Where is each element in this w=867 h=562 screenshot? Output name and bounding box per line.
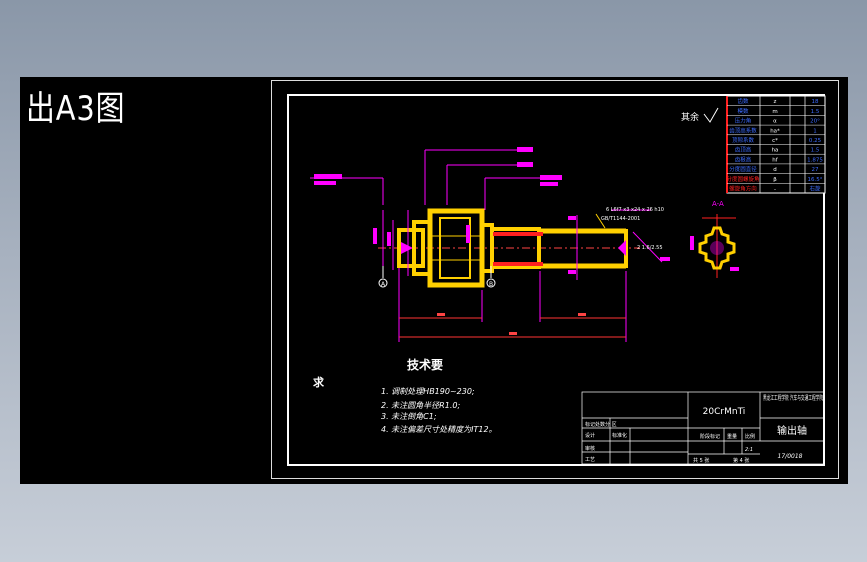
shaft-left-journal [397, 228, 425, 268]
sheet-title: 出A3图 [26, 89, 126, 129]
param-value: 20° [810, 119, 820, 125]
param-value: 27 [812, 167, 819, 173]
title-school: 黑龙江工程学院 汽车与交通工程学院 [763, 394, 823, 402]
drawing-outer-frame [271, 80, 839, 479]
param-symbol: ha [772, 148, 779, 154]
param-label: 齿顶高 [735, 146, 752, 154]
param-value: 1.875 [807, 157, 823, 163]
param-label: 模数 [737, 107, 749, 115]
right-center-hole [618, 240, 626, 256]
title-stage-label: 阶段标记 [700, 433, 720, 440]
param-symbol: d [773, 167, 777, 173]
param-value: 1.5 [811, 148, 820, 154]
datum-label-a: A [381, 281, 386, 288]
spline-section-profile [698, 226, 736, 270]
roughness-symbol [703, 107, 719, 123]
dimensions-left [310, 149, 663, 342]
tech-req-line-4: 4. 未注偏差尺寸处精度为IT12。 [381, 425, 497, 434]
surface-note: 其余 [681, 111, 699, 123]
section-highlight [493, 262, 543, 266]
title-sheet-no: 第 4 张 [733, 457, 749, 464]
title-scale: 2:1 [745, 447, 753, 453]
title-material: 20CrMnTi [703, 407, 746, 417]
param-value: 18 [812, 99, 819, 105]
param-label: 压力角 [735, 117, 752, 125]
dimensions-bottom [399, 317, 626, 338]
param-label: 齿顶高系数 [729, 126, 757, 134]
title-drawing-number: 17/0018 [778, 453, 803, 460]
datum-markers [378, 266, 496, 288]
drawing-inner-frame [287, 94, 825, 466]
param-symbol: hf [772, 157, 778, 163]
param-symbol: c* [772, 138, 778, 144]
title-design-label: 设计 [585, 432, 595, 439]
gear-param-table: 齿数 z 18 模数 m 1.5 压力角 α 20° 齿顶高系数 ha* 1 顶隙系数 c* 0.25 齿顶高… [726, 95, 826, 194]
param-symbol: α [773, 119, 777, 125]
datum-label-b: B [489, 281, 493, 288]
param-value: 右旋 [809, 185, 821, 193]
left-center-hole [401, 242, 413, 254]
param-value: 0.25 [809, 138, 822, 144]
title-block [581, 391, 825, 465]
param-label: 螺旋角方向 [729, 185, 757, 193]
tech-req-line-3: 3. 未注倒角C1; [381, 412, 437, 421]
total-length-label [509, 332, 517, 335]
param-value: 16.5° [808, 177, 823, 183]
title-part-name: 输出轴 [777, 424, 807, 437]
param-label: 分度圆直径 [729, 165, 757, 173]
title-mark-label: 标记处数分 区 [585, 421, 617, 428]
param-symbol: m [772, 109, 777, 115]
tech-req-line-1: 1. 调制处理HB190~230; [381, 387, 475, 396]
spline-section-core [710, 241, 724, 255]
section-dim-label [690, 236, 694, 250]
title-sheet-total: 共 5 张 [693, 457, 709, 464]
title-process-label: 工艺 [585, 457, 595, 463]
param-symbol: β [773, 177, 777, 183]
dimension-labels [314, 147, 670, 274]
chamfer-note: 2 1.6/2.55 [637, 245, 663, 251]
param-value: 1.5 [811, 109, 820, 115]
title-std-label: 标准化 [612, 432, 627, 439]
param-symbol: ha* [770, 128, 780, 134]
spline-standard: GB/T1144-2001 [601, 216, 640, 222]
spline-note: 6 L6f7 x3 x24 x 26 h10 [606, 207, 664, 213]
param-symbol: - [774, 187, 776, 193]
length-label [437, 313, 445, 316]
param-label: 齿数 [737, 97, 749, 105]
title-weight-label: 重量 [727, 433, 737, 440]
tech-req-heading-tail: 求 [313, 375, 325, 389]
gear-inner [439, 217, 471, 279]
param-label: 齿根高 [735, 155, 752, 163]
param-label: 顶隙系数 [732, 136, 755, 144]
drawing-canvas [20, 77, 848, 484]
spline-leader [595, 213, 606, 229]
tech-req-line-2: 2. 未注圆角半径R1.0; [381, 401, 460, 410]
param-value: 1 [813, 128, 817, 134]
section-dim-label [730, 267, 739, 271]
tech-req-heading: 技术要 [407, 357, 443, 372]
param-symbol: z [774, 99, 777, 105]
section-label: A-A [712, 200, 724, 208]
length-label [578, 313, 586, 316]
param-label: 分度圆螺旋角 [726, 175, 759, 183]
title-review-label: 审核 [585, 445, 595, 452]
section-highlight [493, 232, 543, 236]
title-scale-label: 比例 [745, 433, 755, 440]
